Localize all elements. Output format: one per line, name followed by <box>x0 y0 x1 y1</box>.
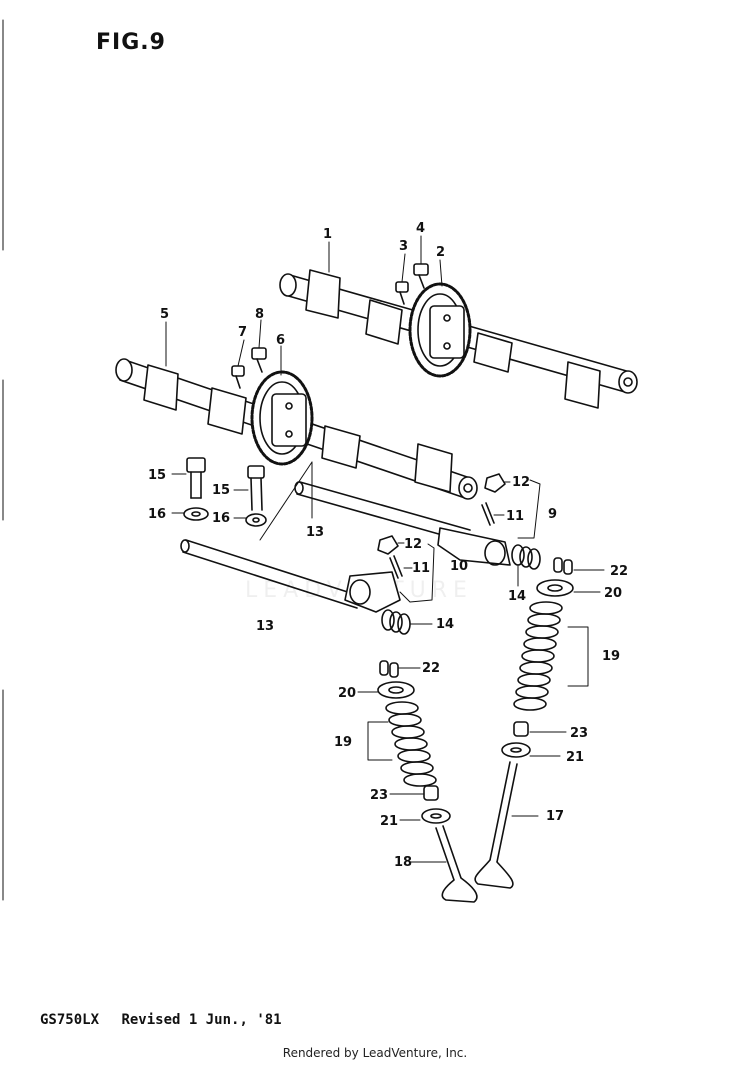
callout-19-left: 19 <box>334 735 352 750</box>
figure-title: FIG.9 <box>96 30 166 55</box>
intake-valve-18 <box>435 825 478 903</box>
callout-18: 18 <box>394 855 412 870</box>
callout-22-left: 22 <box>422 661 440 676</box>
callout-20-right: 20 <box>604 586 622 601</box>
rocker-arm-10 <box>344 571 401 613</box>
callout-11-right: 11 <box>506 509 524 524</box>
callout-10: 10 <box>450 559 468 574</box>
callout-14-right: 14 <box>508 589 526 604</box>
adjuster-screw-11-left <box>389 555 403 579</box>
callout-8: 8 <box>255 307 264 322</box>
callout-13-upper: 13 <box>306 525 324 540</box>
callout-23-left: 23 <box>370 788 388 803</box>
spring-seat-21-left <box>421 808 451 824</box>
model-code: GS750LX <box>40 1012 100 1028</box>
callout-23-right: 23 <box>570 726 588 741</box>
callout-1: 1 <box>323 227 332 242</box>
callout-12-left: 12 <box>404 537 422 552</box>
callout-21-right: 21 <box>566 750 584 765</box>
adjuster-screw-11-right <box>481 502 495 526</box>
washer-16 <box>183 507 267 527</box>
render-credit: Rendered by LeadVenture, Inc. <box>282 1046 468 1060</box>
spring-retainer-20-left <box>377 681 415 699</box>
callout-5: 5 <box>160 307 169 322</box>
callout-16-left: 16 <box>148 507 166 522</box>
valve-spring-19-right <box>513 601 563 711</box>
callout-2: 2 <box>436 245 445 260</box>
valve-cotter-22-right <box>553 557 573 575</box>
callout-9: 9 <box>548 507 557 522</box>
callout-6: 6 <box>276 333 285 348</box>
camshaft-upper <box>279 269 638 409</box>
callout-19-right: 19 <box>602 649 620 664</box>
rocker-spring-14-right <box>511 544 541 570</box>
revision-date: Revised 1 Jun., '81 <box>121 1012 282 1028</box>
leader-lines <box>165 235 605 863</box>
sprocket-bolts-lower <box>231 347 267 389</box>
bolt-15-right <box>247 465 265 511</box>
adjuster-nut-12-right <box>484 473 506 493</box>
callout-12-right: 12 <box>512 475 530 490</box>
callout-21-left: 21 <box>380 814 398 829</box>
exhaust-valve-17 <box>474 761 518 889</box>
callout-13-lower: 13 <box>256 619 274 634</box>
valve-stem-seal-23-right <box>513 721 529 737</box>
valve-cotter-22-left <box>379 660 399 678</box>
valve-spring-19-left <box>385 701 437 787</box>
callout-16-right: 16 <box>212 511 230 526</box>
valve-stem-seal-23-left <box>423 785 439 801</box>
callout-7: 7 <box>238 325 247 340</box>
callout-3: 3 <box>399 239 408 254</box>
adjuster-nut-12-left <box>377 535 399 555</box>
footer-model-revision: GS750LX Revised 1 Jun., '81 <box>40 1012 296 1028</box>
cam-sprocket-lower <box>250 370 314 466</box>
callout-15-left: 15 <box>148 468 166 483</box>
rocker-arm-9 <box>437 527 511 566</box>
callout-20-left: 20 <box>338 686 356 701</box>
callout-14-left: 14 <box>436 617 454 632</box>
bolt-15-left <box>186 457 206 499</box>
cam-sprocket-upper <box>408 282 472 378</box>
spring-seat-21-right <box>501 742 531 758</box>
callout-4: 4 <box>416 221 425 236</box>
callout-17: 17 <box>546 809 564 824</box>
callout-22-right: 22 <box>610 564 628 579</box>
rocker-spring-14-left <box>381 609 411 635</box>
rocker-shaft-lower <box>180 539 361 609</box>
callout-11-left: 11 <box>412 561 430 576</box>
camshaft-lower <box>115 358 478 500</box>
callout-labels: 1 2 3 4 5 6 7 8 9 10 11 11 12 12 13 13 1… <box>148 221 628 870</box>
sprocket-bolts-upper <box>395 263 429 305</box>
spring-retainer-20-right <box>536 579 574 597</box>
callout-15-right: 15 <box>212 483 230 498</box>
